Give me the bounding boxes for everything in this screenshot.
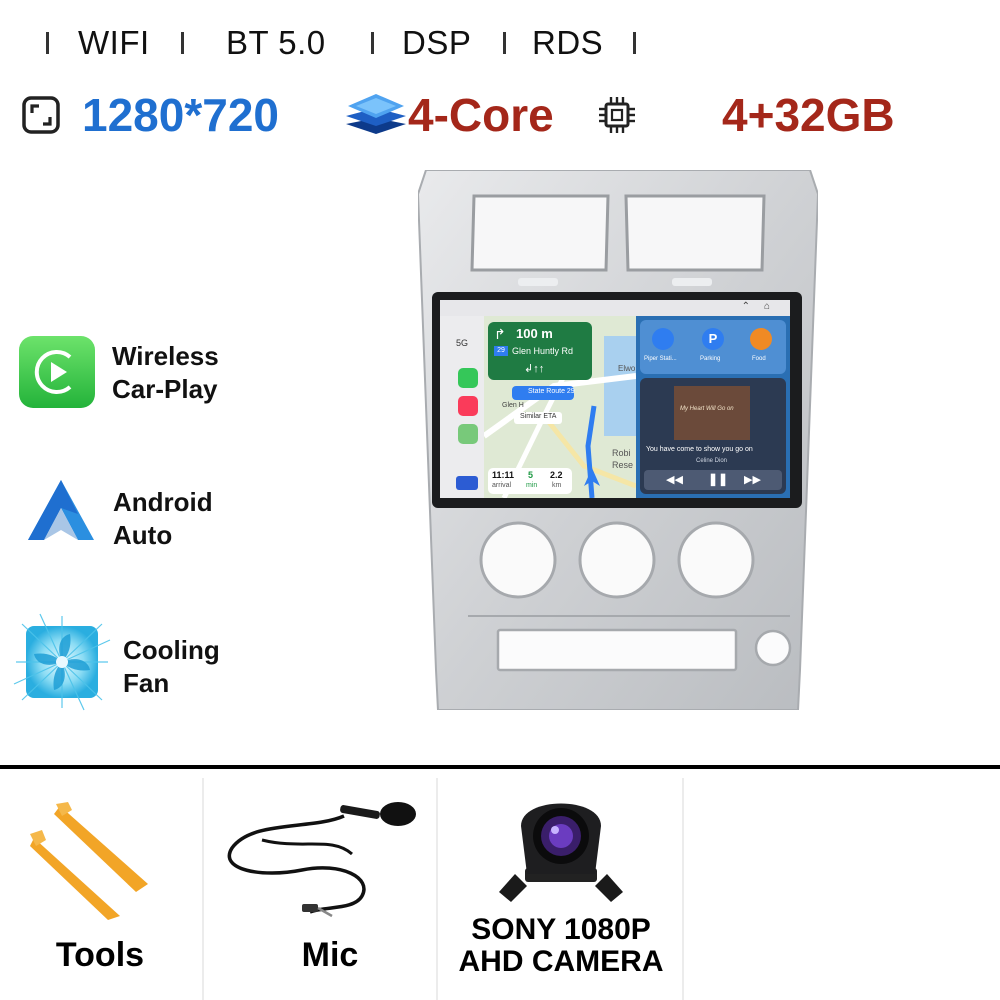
feature-bar: WIFI BT 5.0 DSP RDS [0,18,1000,68]
album-art: My Heart Will Go on [674,386,750,440]
feature-carplay-label: Wireless Car-Play [112,340,219,406]
memory-spec: 4+32GB [722,89,895,141]
divider [436,778,438,1000]
arrival-time: 11:11 [492,470,515,480]
route-shield: 29 [494,346,508,356]
divider [682,778,684,1000]
microphone-icon [227,802,416,918]
fast-forward-icon[interactable]: ▶▶ [744,474,761,486]
feature-android-auto-label: Android Auto [113,486,213,552]
app-label: Piper Stati... [644,356,677,362]
app-label: Food [752,356,766,362]
eta-minutes-label: min [526,482,538,489]
divider [371,32,374,54]
map-label: Elwo [618,364,636,373]
camera-label: SONY 1080P AHD CAMERA [448,914,674,978]
suggestions-widget: P Piper Stati... Parking Food [640,320,786,374]
processor-icon [599,97,635,133]
section-divider [0,765,1000,769]
cpu-spec: 4-Core [408,89,554,141]
resolution-spec: 1280*720 [82,89,279,141]
pry-tools-icon [30,802,148,920]
tools-label: Tools [55,936,145,974]
app-label: Parking [700,356,721,362]
feature-dsp: DSP [402,24,472,61]
divider [202,778,204,1000]
divider [503,32,506,54]
feature-line: Auto [113,520,173,550]
chip-layers-icon [346,94,406,134]
artist-name: Celine Dion [696,458,728,464]
turn-arrow-icon: ↱ [494,326,506,342]
eta-distance-unit: km [552,482,562,489]
alt-route-label: Similar ETA [520,413,557,420]
divider [46,32,49,54]
dashboard-icon[interactable] [456,476,478,490]
eta-minutes: 5 [528,470,534,480]
feature-bt: BT 5.0 [226,24,326,61]
parking-icon[interactable]: P [702,328,724,350]
eta-panel[interactable]: 11:11 arrival 5 min 2.2 km [488,468,572,494]
route-label: State Route 29 [528,388,575,395]
nav-distance: 100 m [516,326,553,341]
rewind-icon[interactable]: ◀◀ [666,474,683,486]
route-callout: State Route 29 [512,386,575,400]
feature-cooling-fan-label: Cooling Fan [123,634,220,700]
resolution-icon [22,96,60,134]
pause-icon[interactable]: ❚❚ [708,472,729,486]
album-text: My Heart Will Go on [680,406,734,412]
cooling-fan-icon [13,613,111,711]
head-unit-screen: ⌃ ⌂ 5G Elwo Robi Rese ↱ 100 m 29 Glen Hu… [440,300,790,498]
alt-route-callout: Similar ETA [514,412,562,424]
map-label: Robi [612,448,631,458]
feature-line: Car-Play [112,374,218,404]
status-bar: ⌃ ⌂ [440,300,790,316]
food-icon[interactable] [750,328,772,350]
android-auto-icon [28,480,94,540]
eta-distance: 2.2 [550,470,563,480]
feature-line: Cooling [123,635,220,665]
music-app-icon[interactable] [458,396,478,416]
carplay-icon [19,336,95,408]
divider [633,32,636,54]
backup-camera-icon [499,803,623,902]
feature-rds: RDS [532,24,604,61]
phone-app-icon[interactable] [458,368,478,388]
mic-label: Mic [301,936,359,974]
lane-guidance-icon: ↲↑↑ [524,363,545,375]
camera-label-line: SONY 1080P [471,913,651,946]
map-label: Glen H [502,402,524,409]
carplay-dock: 5G [440,316,484,498]
widget-area: P Piper Stati... Parking Food My Heart W… [636,316,790,498]
fuel-station-icon[interactable] [652,328,674,350]
playback-controls: ◀◀ ❚❚ ▶▶ [644,470,782,490]
feature-line: Android [113,487,213,517]
signal-indicator: 5G [456,338,469,348]
maps-app-icon[interactable] [458,424,478,444]
now-playing-widget: My Heart Will Go on You have come to sho… [640,378,786,494]
nav-instruction-card: ↱ 100 m 29 Glen Huntly Rd ↲↑↑ [488,322,592,380]
divider [181,32,184,54]
song-title: You have come to show you go on [646,446,753,453]
map-view[interactable]: Elwo Robi Rese ↱ 100 m 29 Glen Huntly Rd… [484,316,636,498]
feature-wifi: WIFI [78,24,150,61]
feature-line: Wireless [112,341,219,371]
location-arrow-icon [584,468,600,486]
feature-line: Fan [123,668,170,698]
nav-street: Glen Huntly Rd [512,346,574,356]
arrival-label: arrival [492,482,512,489]
camera-label-line: AHD CAMERA [458,945,664,978]
up-chevron-icon: ⌃ [741,301,750,312]
home-icon: ⌂ [763,301,770,312]
map-label: Rese [612,460,634,470]
